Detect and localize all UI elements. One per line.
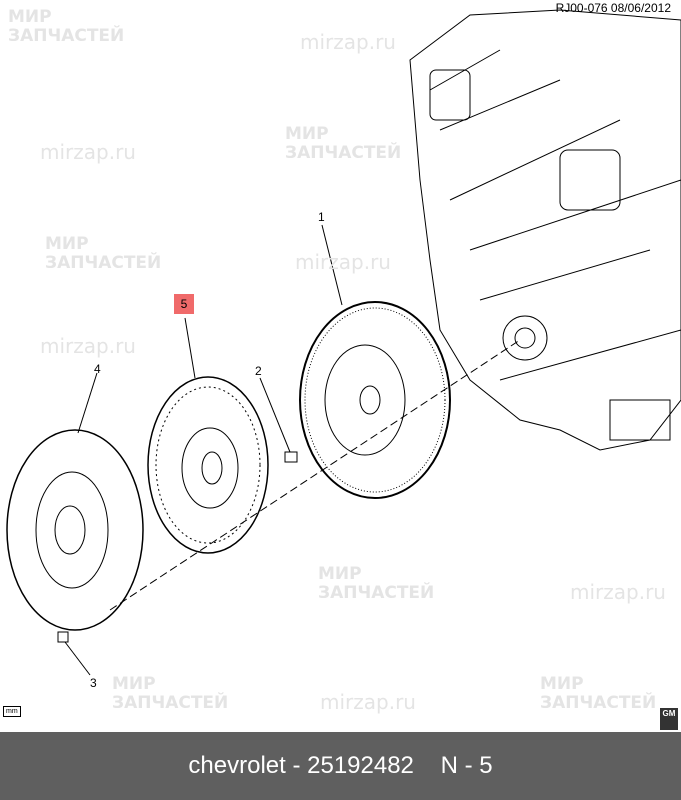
diagram-reference: RJ00-076 08/06/2012 bbox=[555, 1, 671, 15]
leader-lines bbox=[64, 224, 343, 676]
units-badge: mm bbox=[3, 706, 21, 717]
callout-3[interactable]: 3 bbox=[90, 676, 97, 690]
alignment-line bbox=[109, 339, 521, 611]
footer-title: chevrolet - 25192482 bbox=[188, 752, 414, 779]
gm-logo: GM bbox=[660, 708, 678, 730]
clutch-exploded-diagram bbox=[6, 9, 681, 676]
footer-bar: chevrolet - 25192482 N - 5 bbox=[0, 732, 681, 800]
bolt-3 bbox=[57, 631, 69, 643]
callout-5-highlighted[interactable]: 5 bbox=[174, 294, 194, 314]
callout-2[interactable]: 2 bbox=[255, 364, 262, 378]
footer-part-number: N - 5 bbox=[440, 752, 493, 779]
callout-4[interactable]: 4 bbox=[94, 362, 101, 376]
flywheel bbox=[299, 301, 451, 499]
bolt-2 bbox=[284, 451, 298, 463]
callout-1[interactable]: 1 bbox=[318, 210, 325, 224]
engine-block bbox=[409, 9, 681, 451]
pressure-plate bbox=[6, 429, 144, 631]
clutch-disc bbox=[147, 376, 269, 554]
